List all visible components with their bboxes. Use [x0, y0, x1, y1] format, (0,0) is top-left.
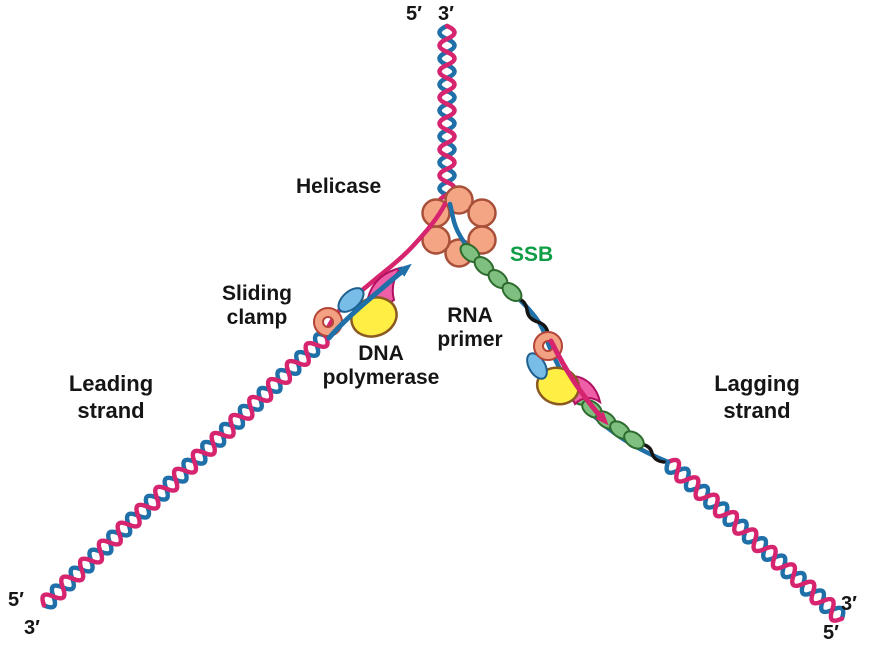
dna-polymerase-label-line1: DNA	[358, 342, 404, 365]
bottom-right-3-prime-label: 3′	[841, 593, 857, 615]
lagging-strand-duplex	[664, 457, 846, 623]
bottom-left-5-prime-label: 5′	[8, 589, 24, 611]
bottom-right-5-prime-label: 5′	[823, 622, 839, 644]
lagging-strand-label-line2: strand	[723, 398, 791, 423]
leading-strand-label: Leading strand	[41, 370, 181, 424]
leading-strand-duplex	[40, 331, 330, 610]
lagging-new-strand-arrow	[548, 338, 609, 426]
bottom-left-3-prime-label: 3′	[24, 617, 40, 639]
rna-primer-label-line1: RNA	[447, 304, 493, 327]
rna-primer-segment-lower	[638, 442, 666, 464]
rna-primer-label: RNA primer	[420, 304, 520, 352]
dna-polymerase-label-line2: polymerase	[322, 366, 440, 389]
dna-polymerase-label: DNA polymerase	[296, 342, 466, 390]
helicase-protein	[421, 185, 497, 268]
sliding-clamp-label-line2: clamp	[226, 306, 288, 329]
sliding-clamp-label-line1: Sliding	[222, 282, 292, 305]
top-3-prime-label: 3′	[438, 3, 454, 25]
top-5-prime-label: 5′	[406, 3, 422, 25]
leading-new-strand-arrow	[326, 263, 412, 341]
leading-strand-label-line1: Leading	[68, 371, 154, 396]
leading-strand-label-line2: strand	[77, 398, 145, 423]
sliding-clamp-label: Sliding clamp	[202, 282, 312, 330]
rna-primer-segment-upper	[515, 296, 550, 336]
parental-duplex	[437, 23, 457, 211]
lagging-strand-label: Lagging strand	[687, 370, 827, 424]
rna-primer-label-line2: primer	[437, 328, 503, 351]
helicase-label: Helicase	[296, 175, 382, 198]
ssb-proteins-upper	[459, 242, 523, 303]
ssb-label: SSB	[510, 243, 554, 266]
lagging-strand-label-line1: Lagging	[714, 371, 800, 396]
